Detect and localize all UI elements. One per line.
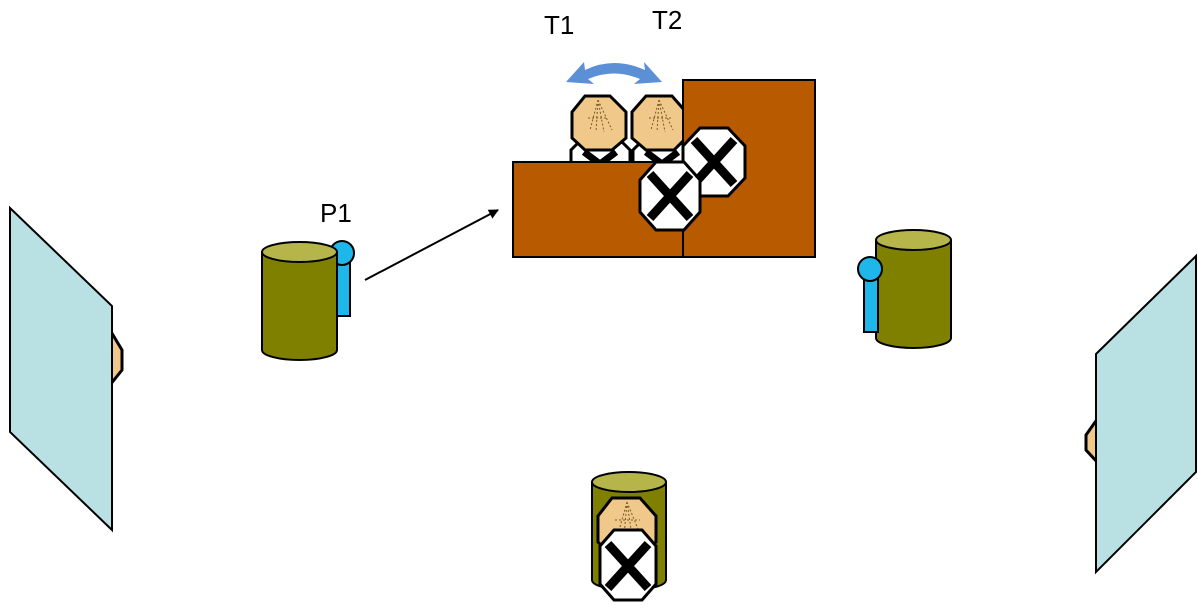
p1-direction-arrow [364,209,499,281]
p1-can-icon [261,240,355,361]
swap-arrow-icon [566,62,662,84]
right-can-icon [857,229,952,349]
label-t1: T1 [544,10,574,40]
right-panel-group [1084,253,1197,575]
left-panel-group [9,205,124,533]
bottom-person-icon [596,496,658,602]
masked-face-icon [638,160,702,232]
label-p1: P1 [320,198,352,228]
label-t2: T2 [652,5,682,35]
right-screen-panel [1095,253,1197,575]
left-screen-panel [9,205,113,533]
